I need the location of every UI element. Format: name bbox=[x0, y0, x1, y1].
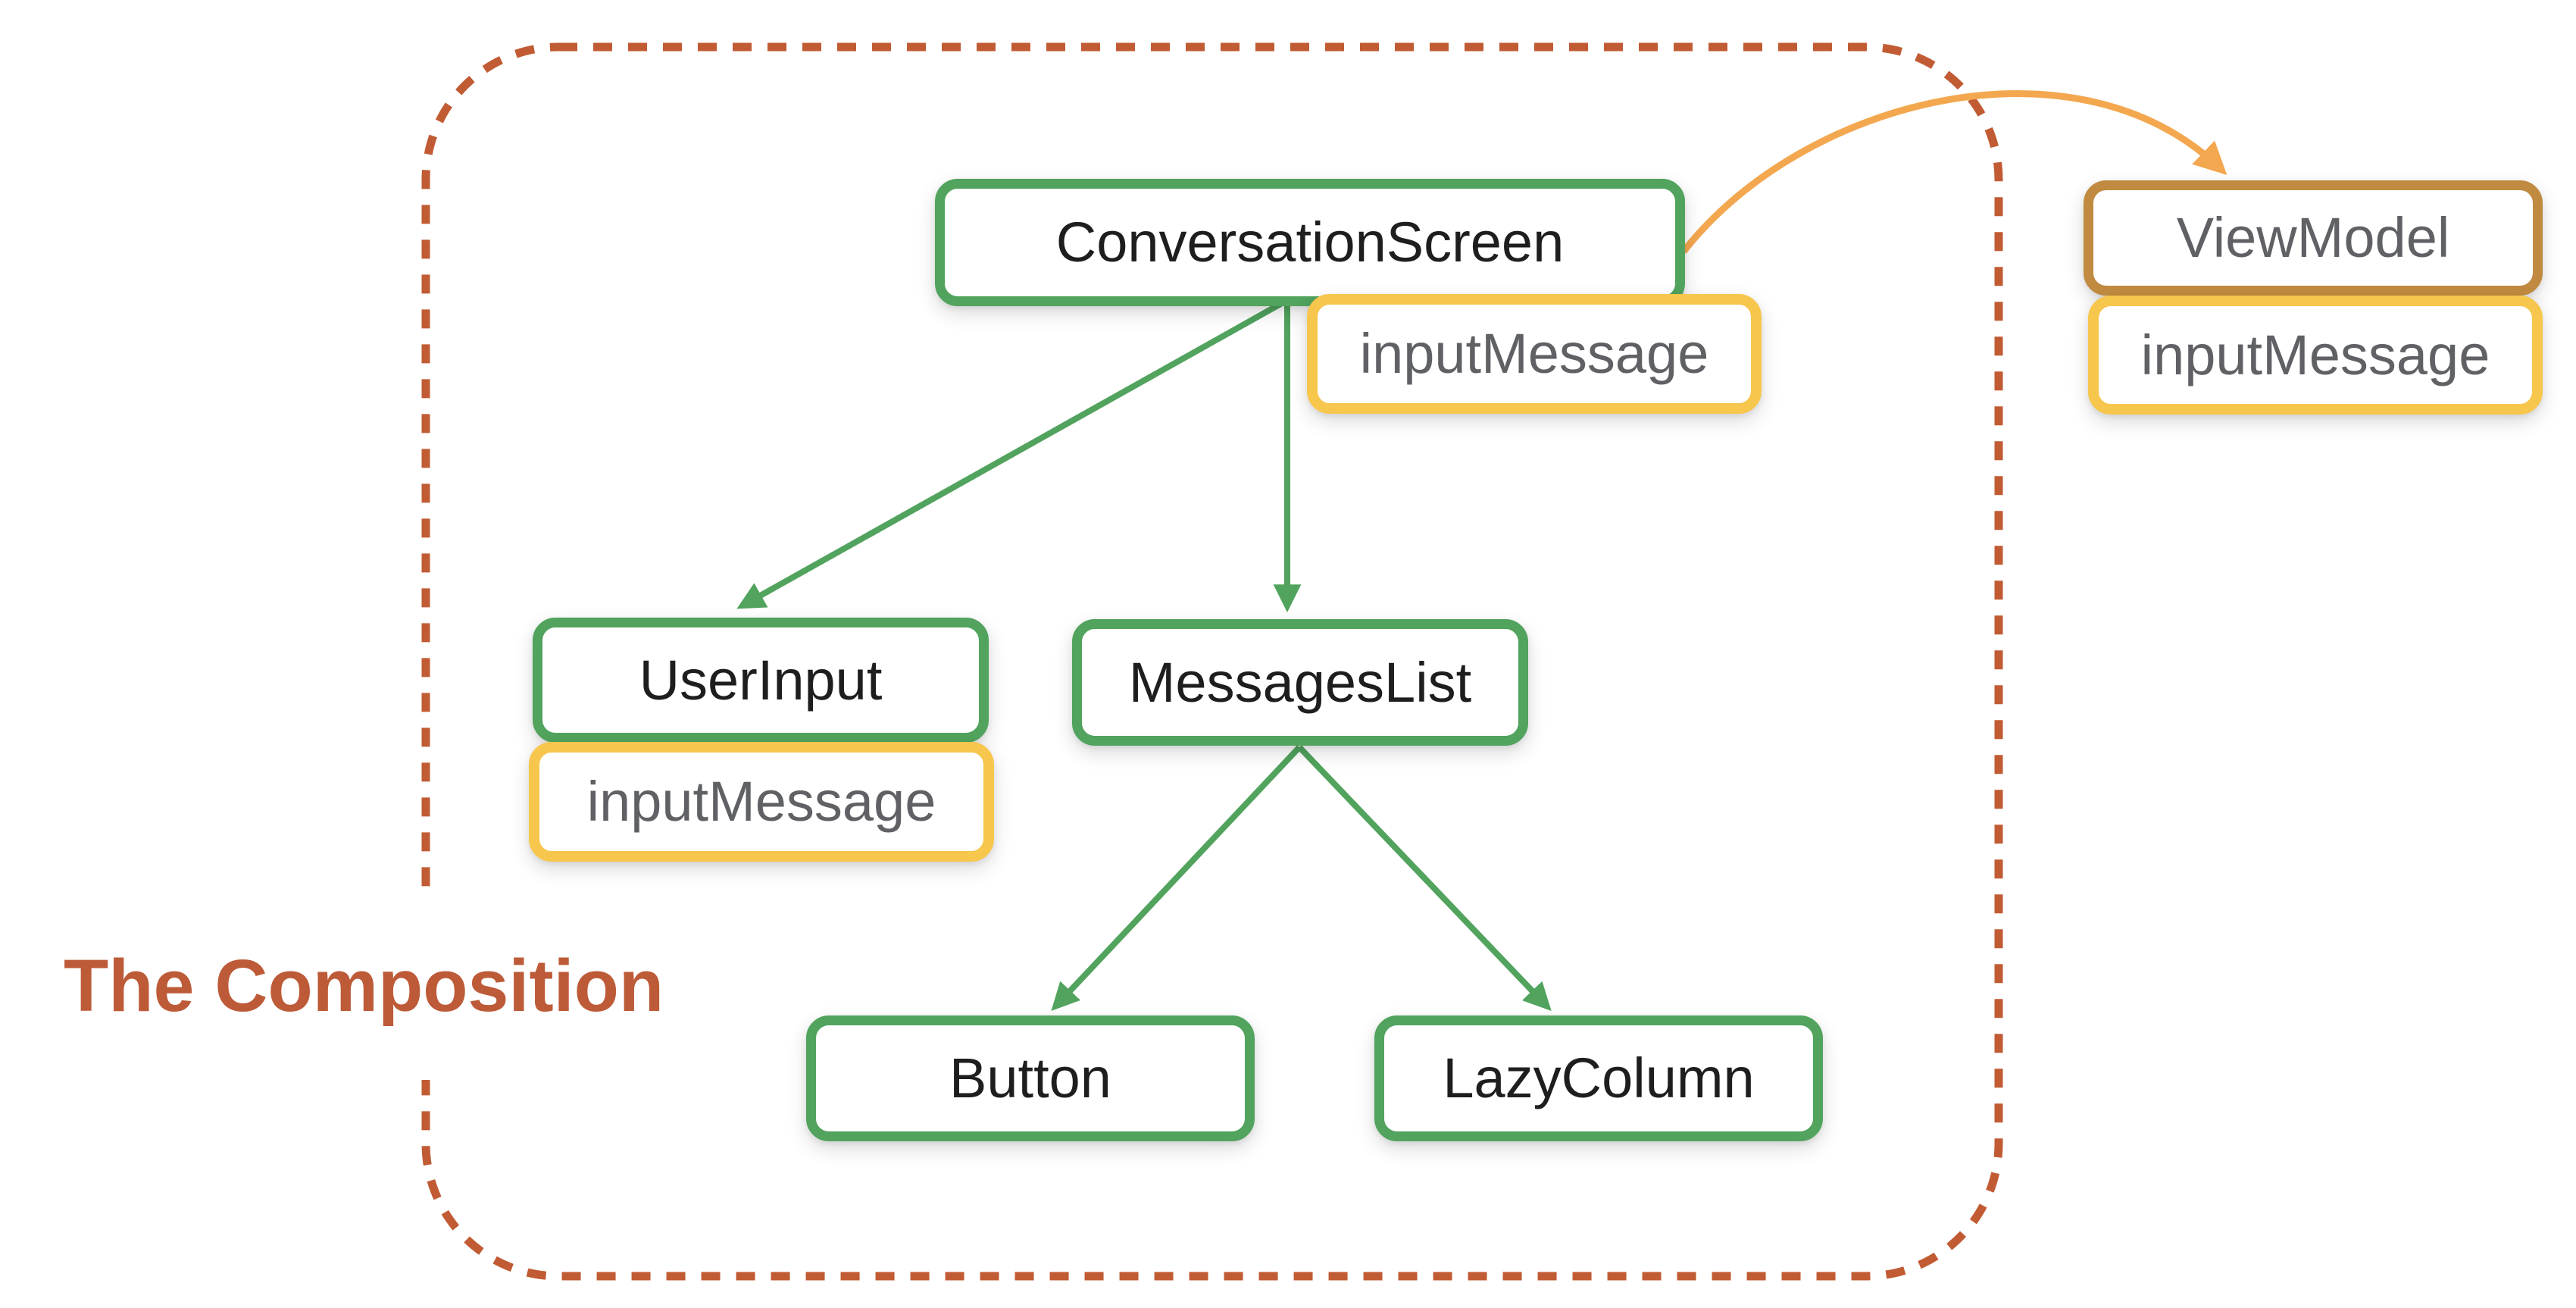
diagram-title: The Composition bbox=[64, 944, 664, 1027]
edge-conversationscreen-userinput bbox=[736, 300, 1283, 609]
node-messages-list-label: MessagesList bbox=[1128, 650, 1472, 714]
node-conversation-screen-state: inputMessage bbox=[1307, 294, 1762, 414]
node-conversation-screen-label: ConversationScreen bbox=[1055, 211, 1565, 274]
node-view-model: ViewModel bbox=[2084, 180, 2543, 296]
composition-boundary bbox=[421, 42, 2003, 1281]
node-user-input-state-label: inputMessage bbox=[586, 770, 936, 833]
node-button-label: Button bbox=[949, 1047, 1111, 1109]
edge-messageslist-lazycolumn bbox=[1297, 745, 1552, 1011]
node-conversation-screen-state-label: inputMessage bbox=[1359, 322, 1709, 385]
node-view-model-state: inputMessage bbox=[2088, 296, 2543, 415]
boundary-title-gap bbox=[399, 898, 455, 1080]
node-lazy-column-label: LazyColumn bbox=[1443, 1047, 1755, 1109]
node-messages-list: MessagesList bbox=[1072, 619, 1528, 746]
node-view-model-label: ViewModel bbox=[2176, 206, 2450, 269]
node-user-input: UserInput bbox=[533, 618, 989, 743]
edge-messageslist-button bbox=[1051, 745, 1302, 1012]
node-user-input-label: UserInput bbox=[639, 648, 883, 712]
node-user-input-state: inputMessage bbox=[529, 742, 994, 862]
node-lazy-column: LazyColumn bbox=[1374, 1015, 1823, 1141]
node-button: Button bbox=[806, 1015, 1255, 1141]
edge-state-hoist-to-viewmodel bbox=[1680, 90, 2227, 254]
node-view-model-state-label: inputMessage bbox=[2140, 323, 2490, 386]
node-conversation-screen: ConversationScreen bbox=[935, 179, 1685, 306]
